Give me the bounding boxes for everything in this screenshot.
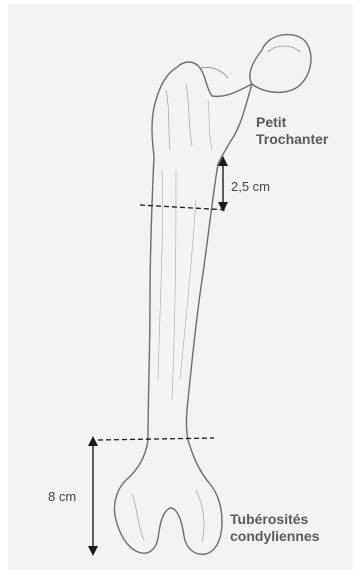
measure-arrow-bottom xyxy=(88,436,98,556)
dashed-line-lower xyxy=(98,438,214,440)
petit-trochanter-label: Petit Trochanter xyxy=(256,114,328,148)
measure-bottom-label: 8 cm xyxy=(48,488,76,505)
dashed-line-upper xyxy=(140,205,228,210)
femoral-shaft xyxy=(148,156,218,440)
petit-trochanter-line1: Petit xyxy=(256,114,328,131)
tuberosites-line2: condyliennes xyxy=(230,528,319,545)
femoral-head xyxy=(250,35,311,93)
tuberosites-line1: Tubérosités xyxy=(230,511,319,528)
measure-top-label: 2,5 cm xyxy=(231,178,270,195)
proximal-femur xyxy=(152,62,252,164)
measurement-guides xyxy=(98,205,228,440)
measure-arrow-top xyxy=(218,156,228,212)
petit-trochanter-line2: Trochanter xyxy=(256,131,328,148)
distal-condyles xyxy=(114,440,222,554)
tuberosites-condyliennes-label: Tubérosités condyliennes xyxy=(230,511,319,545)
